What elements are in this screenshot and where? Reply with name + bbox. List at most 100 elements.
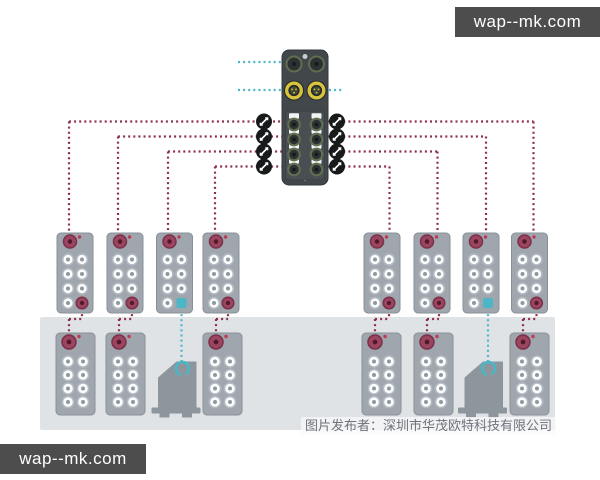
io-port-pin: [212, 272, 216, 276]
io-port-pin: [81, 386, 85, 391]
field-module-2: [106, 232, 144, 314]
splitter-glyph: [260, 132, 268, 141]
io-port-pin: [130, 286, 134, 291]
machine-foot: [466, 413, 476, 418]
io-port-pin: [424, 359, 428, 364]
io-port-pin: [81, 359, 85, 364]
feed-connector-pin: [213, 339, 219, 345]
feed-connector-pin: [374, 239, 380, 244]
io-port-pin: [372, 373, 376, 377]
rotate-ring-icon: [480, 360, 497, 377]
io-port-pin: [520, 272, 525, 276]
field-module-5: [363, 232, 401, 314]
signal-port-pin: [292, 152, 296, 157]
feed-connector-pin: [167, 239, 172, 244]
status-led: [532, 235, 536, 239]
io-port-pin: [212, 301, 216, 305]
power-port-pin: [293, 91, 295, 94]
machine-base: [458, 407, 507, 414]
io-port-pin: [520, 400, 524, 404]
watermark-top-right: wap--mk.com: [455, 7, 600, 37]
splitter-glyph: [338, 117, 342, 121]
splitter-glyph: [265, 132, 269, 136]
io-port-pin: [131, 359, 135, 364]
signal-port-pin: [314, 167, 319, 172]
io-port-pin: [165, 257, 170, 262]
io-port-pin: [534, 286, 539, 291]
io-port-pin: [179, 272, 184, 276]
y-splitter-icon: [256, 158, 272, 175]
io-port-pin: [131, 386, 135, 391]
status-led: [483, 235, 488, 239]
io-port-pin: [372, 359, 376, 364]
splitter-glyph: [332, 137, 336, 141]
splitter-glyph: [338, 162, 342, 166]
io-port-pin: [226, 286, 230, 291]
io-port-pin: [66, 359, 70, 364]
io-port-pin: [387, 272, 391, 276]
io-port-pin: [535, 400, 539, 404]
field-module-8: [511, 232, 548, 314]
splitter-glyph: [338, 147, 342, 151]
field-module-7: [462, 232, 500, 314]
power-port-ring: [307, 81, 326, 100]
feed-connector-pin: [117, 239, 123, 244]
io-port-pin: [439, 373, 443, 377]
io-port-pin: [424, 400, 428, 404]
machine-base: [151, 407, 201, 414]
y-splitter-icon: [256, 128, 272, 145]
io-port-pin: [179, 286, 184, 291]
io-port-pin: [165, 286, 170, 291]
signal-port-pin: [292, 137, 296, 142]
io-port-pin: [534, 257, 539, 262]
signal-port-pin: [314, 152, 319, 157]
io-port-pin: [116, 386, 120, 391]
power-port-pin: [291, 88, 293, 91]
splitter-glyph: [265, 147, 269, 151]
feed-connector-pin: [424, 239, 430, 244]
splitter-glyph: [259, 137, 263, 141]
splitter-glyph: [338, 132, 342, 136]
io-port-pin: [535, 386, 539, 391]
out-connector-pin: [129, 300, 135, 306]
machine-1: [151, 360, 201, 418]
signal-port-pin: [314, 137, 319, 142]
module-body: [55, 332, 96, 416]
power-port-pin: [317, 88, 320, 91]
out-connector-pin: [79, 300, 85, 306]
status-led: [384, 235, 389, 239]
io-port-pin: [439, 359, 443, 364]
io-port-pin: [486, 257, 490, 262]
watermark-bottom-left: wap--mk.com: [0, 444, 146, 474]
io-port-pin: [423, 257, 427, 262]
status-led: [177, 235, 181, 239]
io-port-pin: [437, 272, 441, 276]
io-port-pin: [116, 359, 120, 364]
io-port-pin: [228, 359, 232, 364]
out-connector-pin: [225, 300, 231, 306]
io-port-pin: [80, 257, 84, 262]
io-port-pin: [437, 286, 441, 291]
port-label: [311, 113, 322, 119]
signal-port-pin: [292, 122, 296, 127]
io-port-pin: [130, 272, 134, 276]
status-led: [383, 334, 387, 339]
io-port-pin: [373, 257, 377, 262]
out-connector-pin: [436, 300, 442, 306]
io-port-pin: [226, 257, 230, 262]
io-port-pin: [165, 301, 170, 305]
machine-2: [458, 360, 507, 418]
io-port-pin: [387, 386, 391, 391]
splitter-glyph: [260, 162, 268, 171]
feed-connector-pin: [520, 339, 526, 345]
status-led: [531, 334, 535, 339]
power-port-pin: [313, 88, 316, 91]
drop-module-5: [413, 332, 454, 416]
io-port-pin: [81, 400, 85, 404]
io-port-pin: [213, 400, 217, 404]
io-port-pin: [80, 286, 84, 291]
io-port-pin: [439, 386, 443, 391]
io-port-pin: [387, 400, 391, 404]
splitter-glyph: [333, 117, 341, 126]
